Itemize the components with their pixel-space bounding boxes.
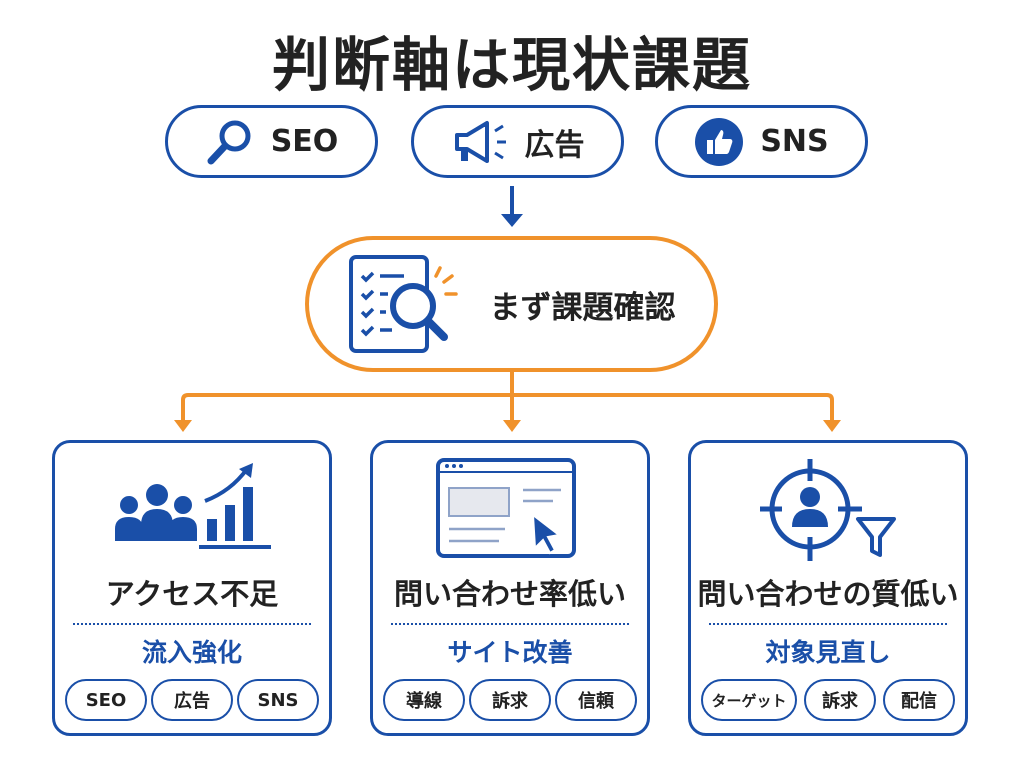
tag: 導線: [383, 679, 465, 721]
search-icon: [207, 120, 251, 164]
people-growth-chart-icon: [115, 463, 271, 549]
tag: SEO: [65, 679, 147, 721]
page-title: 判断軸は現状課題: [271, 31, 752, 99]
channel-ads: 広告: [411, 105, 624, 178]
tag: 訴求: [469, 679, 551, 721]
megaphone-icon: [454, 120, 506, 163]
channel-sns: SNS: [655, 105, 868, 178]
check-label: まず課題確認: [489, 289, 676, 326]
checklist-search-icon: [348, 255, 458, 353]
card-action: 対象見直し: [765, 638, 891, 667]
card-action: 流入強化: [141, 638, 242, 667]
card-title: 問い合わせ率低い: [393, 577, 626, 611]
channel-label: SNS: [760, 124, 829, 159]
card-access-shortage: アクセス不足 流入強化 SEO 広告 SNS: [52, 440, 332, 736]
browser-cursor-icon: [436, 458, 576, 558]
tag: SNS: [237, 679, 319, 721]
thumbs-up-icon: [695, 117, 744, 166]
card-low-inquiry-quality: 問い合わせの質低い 対象見直し ターゲット 訴求 配信: [688, 440, 968, 736]
card-low-inquiry-rate: 問い合わせ率低い サイト改善 導線 訴求 信頼: [370, 440, 650, 736]
card-action: サイト改善: [447, 638, 573, 667]
tag: 広告: [151, 679, 233, 721]
tag: 信頼: [555, 679, 637, 721]
tag: ターゲット: [701, 679, 797, 721]
channel-seo: SEO: [165, 105, 378, 178]
target-person-filter-icon: [760, 459, 896, 561]
divider: [391, 623, 629, 625]
channel-label: SEO: [270, 124, 339, 159]
card-title: アクセス不足: [105, 577, 279, 611]
channel-label: 広告: [524, 127, 585, 163]
check-issues-box: まず課題確認: [305, 236, 718, 372]
divider: [709, 623, 947, 625]
divider: [73, 623, 311, 625]
tag: 訴求: [804, 679, 876, 721]
card-title: 問い合わせの質低い: [697, 577, 959, 611]
tag: 配信: [883, 679, 955, 721]
